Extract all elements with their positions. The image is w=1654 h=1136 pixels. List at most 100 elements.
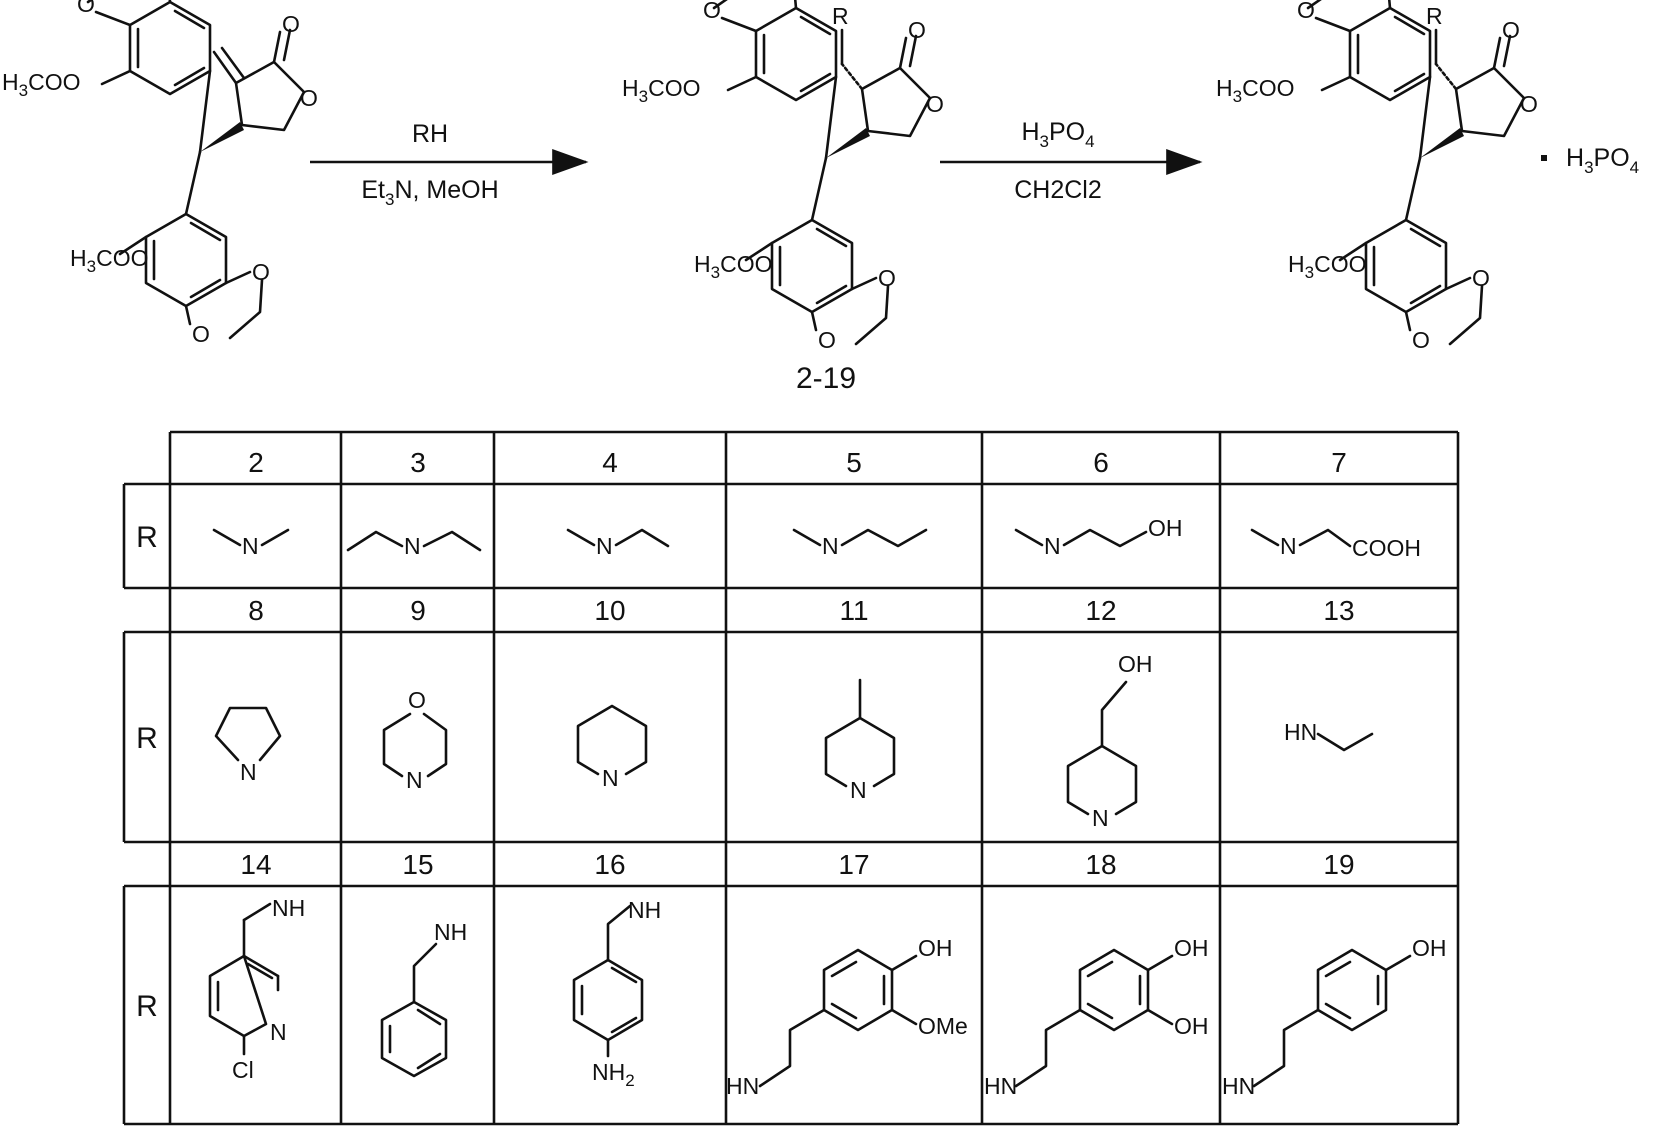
- substituent-4-ethylmethylamino: N: [566, 528, 670, 559]
- svg-text:OH: OH: [1412, 935, 1447, 961]
- svg-text:NH2: NH2: [592, 1059, 635, 1090]
- salt-dot: [1541, 155, 1547, 161]
- atom-o: O: [300, 85, 318, 111]
- methoxy-label: H3COO: [1288, 251, 1366, 282]
- substituent-17-methoxyhydroxyphenethylamino: OH OMe HN: [726, 935, 968, 1099]
- methoxy-label: H3COO: [70, 245, 148, 276]
- svg-text:NH: NH: [628, 897, 661, 923]
- substituent-2-dimethylamino: N: [212, 528, 290, 559]
- substituent-19-hydroxyphenethylamino: OH HN: [1222, 935, 1447, 1099]
- compound-number: 10: [594, 595, 625, 626]
- amine-adduct-structure: R O O O O O O H3COO H3COO: [622, 0, 944, 353]
- atom-o: O: [282, 11, 300, 37]
- svg-text:OH: OH: [1148, 515, 1183, 541]
- compound-number: 14: [240, 849, 271, 880]
- atom-o: O: [1297, 0, 1315, 23]
- compound-number: 2: [248, 447, 264, 478]
- svg-text:HN: HN: [984, 1073, 1017, 1099]
- substituent-3-diethylamino: N: [346, 530, 482, 559]
- substituent-15-benzylamino: NH: [380, 919, 467, 1078]
- svg-text:OH: OH: [1118, 651, 1153, 677]
- methoxy-label: H3COO: [2, 69, 80, 100]
- compound-number: 18: [1085, 849, 1116, 880]
- substituent-6-hydroxyethylamino: N OH: [1014, 515, 1183, 559]
- reagent-h3po4: H3PO4: [1021, 118, 1094, 151]
- substituent-18-dihydroxyphenethylamino: OH OH HN: [984, 935, 1209, 1099]
- compound-number: 4: [602, 447, 618, 478]
- svg-text:OH: OH: [1174, 1013, 1209, 1039]
- svg-text:N: N: [602, 765, 619, 791]
- compound-number: 11: [839, 595, 868, 626]
- compound-number: 9: [410, 595, 426, 626]
- substituent-5-methylpropylamino: N: [792, 528, 928, 559]
- methoxy-label: H3COO: [694, 251, 772, 282]
- atom-o: O: [878, 265, 896, 291]
- atom-o: O: [77, 0, 95, 17]
- atom-o: O: [1472, 265, 1490, 291]
- svg-text:N: N: [822, 533, 839, 559]
- solvent-ch2cl2: CH2Cl2: [1014, 176, 1102, 204]
- atom-o: O: [192, 321, 210, 347]
- compound-number: 8: [248, 595, 264, 626]
- svg-text:N: N: [270, 1019, 287, 1045]
- compound-number: 7: [1331, 447, 1347, 478]
- compound-number: 15: [402, 849, 433, 880]
- svg-text:HN: HN: [726, 1073, 759, 1099]
- substituent-7-carboxymethylamino: N COOH: [1250, 528, 1421, 561]
- substituent-13-ethylamino: HN: [1284, 719, 1374, 752]
- row-label-r: R: [136, 521, 158, 554]
- svg-text:NH: NH: [434, 919, 467, 945]
- substituent-11-methylpiperidine: N: [824, 678, 896, 803]
- compound-number: 3: [410, 447, 426, 478]
- compound-number: 6: [1093, 447, 1109, 478]
- substituent-9-morpholine: O N: [382, 687, 448, 793]
- svg-text:NH: NH: [272, 895, 305, 921]
- svg-text:O: O: [408, 687, 426, 713]
- compound-number: 17: [838, 849, 869, 880]
- compound-number: 13: [1323, 595, 1354, 626]
- svg-text:OH: OH: [1174, 935, 1209, 961]
- svg-text:COOH: COOH: [1352, 535, 1421, 561]
- substituent-16-aminobenzylamino: NH NH2: [572, 897, 661, 1090]
- compound-number: 12: [1085, 595, 1116, 626]
- svg-text:OMe: OMe: [918, 1013, 968, 1039]
- conditions-et3n-meoh: Et3N, MeOH: [361, 176, 498, 209]
- svg-text:HN: HN: [1284, 719, 1317, 745]
- compound-number: 16: [594, 849, 625, 880]
- phosphate-salt-structure: R O O O O O O H3COO H3COO: [1216, 0, 1538, 353]
- substituent-12-hydroxymethylpiperidine: N OH: [1066, 651, 1153, 831]
- substituent-8-pyrrolidine: N: [214, 706, 282, 785]
- atom-o: O: [908, 17, 926, 43]
- reagent-rh: RH: [412, 120, 448, 148]
- svg-text:N: N: [1092, 805, 1109, 831]
- compound-number: 5: [846, 447, 862, 478]
- methoxy-label: H3COO: [622, 75, 700, 106]
- svg-text:N: N: [1280, 533, 1297, 559]
- salt-h3po4: H3PO4: [1566, 144, 1639, 177]
- atom-o: O: [703, 0, 721, 23]
- svg-text:N: N: [240, 759, 257, 785]
- substituent-r: R: [832, 3, 849, 29]
- atom-o: O: [252, 259, 270, 285]
- atom-o: O: [1520, 91, 1538, 117]
- substituent-10-piperidine: N: [576, 704, 648, 791]
- substituent-table: R R R 2 3 4 5 6 7 8 9 10 11 12 13 14 15 …: [122, 430, 1460, 1126]
- starting-material-structure: O O O O O O H3COO H3COO: [2, 0, 318, 347]
- substituent-r: R: [1426, 3, 1443, 29]
- row-label-r: R: [136, 722, 158, 755]
- substituent-14-chloropyridylmethylamino: NH N Cl: [208, 895, 305, 1083]
- svg-text:HN: HN: [1222, 1073, 1255, 1099]
- svg-text:Cl: Cl: [232, 1057, 254, 1083]
- methoxy-label: H3COO: [1216, 75, 1294, 106]
- svg-text:N: N: [596, 533, 613, 559]
- atom-o: O: [818, 327, 836, 353]
- svg-text:N: N: [850, 777, 867, 803]
- svg-text:N: N: [406, 767, 423, 793]
- row-label-r: R: [136, 990, 158, 1023]
- atom-o: O: [1412, 327, 1430, 353]
- compound-number: 19: [1323, 849, 1354, 880]
- svg-text:N: N: [404, 533, 421, 559]
- svg-text:N: N: [242, 533, 259, 559]
- svg-text:OH: OH: [918, 935, 953, 961]
